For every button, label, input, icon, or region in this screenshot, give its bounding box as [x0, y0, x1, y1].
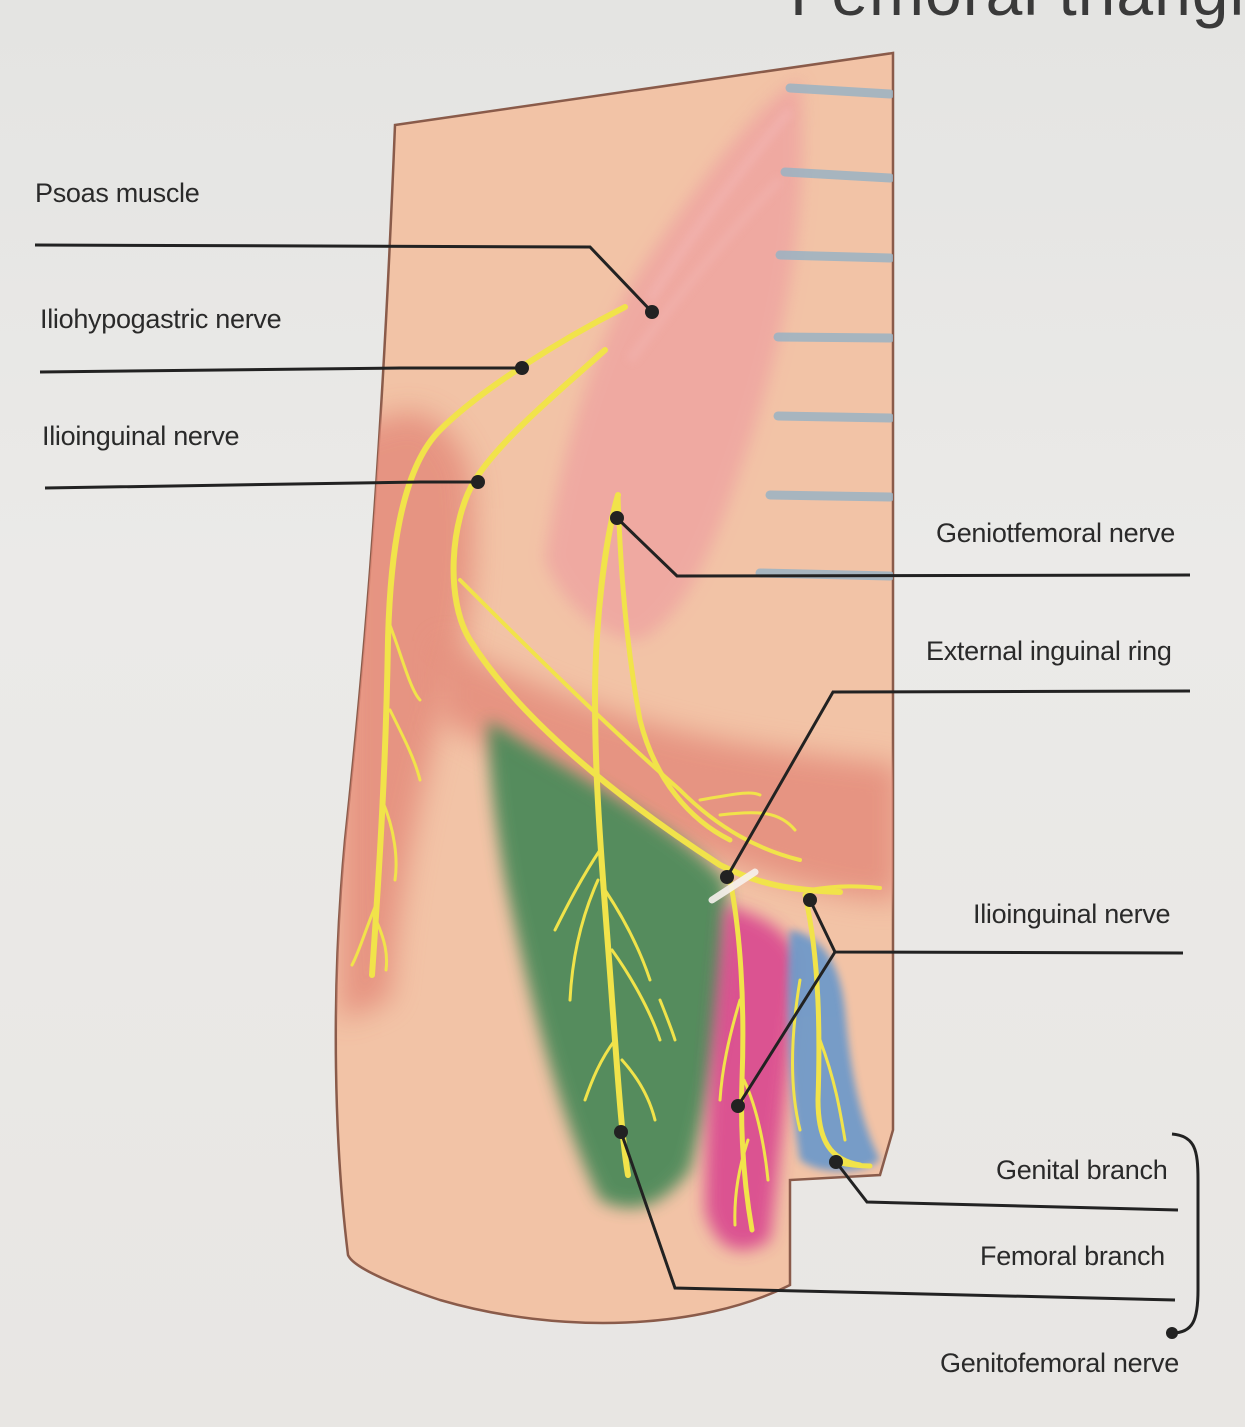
leader-ilioinguinal-left [44, 480, 478, 490]
magenta-region [705, 905, 800, 1250]
leader-genitofemoral-top [615, 516, 1191, 578]
leader-femoral-branch [736, 951, 837, 1107]
leader-external-ring [725, 689, 1191, 878]
scrotal-branch-nerve [802, 892, 863, 1168]
spine-stripes [755, 83, 893, 581]
page-heading-fragment: Femoral triangle [790, 0, 1245, 30]
leader-genitofemoral-bottom [619, 1131, 1176, 1302]
label-iliohypogastric-nerve: Iliohypogastric nerve [40, 304, 282, 334]
label-external-inguinal-ring: External inguinal ring [926, 636, 1172, 666]
label-genitofemoral-nerve-bottom: Genitofemoral nerve [940, 1348, 1179, 1378]
label-ilioinguinal-nerve-right: Ilioinguinal nerve [973, 899, 1171, 929]
leader-psoas [34, 243, 654, 314]
label-ilioinguinal-nerve-left: Ilioinguinal nerve [42, 421, 240, 451]
leader-lines [34, 243, 1200, 1335]
leader-dots [471, 305, 1178, 1339]
lateral-muscle-band [340, 412, 474, 1020]
leader-iliohypogastric [39, 366, 522, 374]
label-genital-branch: Genital branch [996, 1155, 1168, 1185]
label-femoral-branch: Femoral branch [980, 1241, 1165, 1271]
external-inguinal-ring-mark [708, 868, 759, 904]
iliohypogastric-nerve [369, 304, 628, 978]
genital-branch-nerve [727, 877, 755, 1233]
label-psoas-muscle: Psoas muscle [35, 178, 200, 208]
inguinal-muscle-band [440, 640, 893, 900]
genitofemoral-nerve [592, 492, 631, 1178]
nerves [350, 304, 882, 1233]
leader-brace [1171, 1132, 1200, 1335]
leader-genital-branch [834, 1161, 1179, 1212]
label-genitofemoral-nerve-top: Geniotfemoral nerve [936, 518, 1175, 548]
ilioinguinal-nerve [450, 347, 843, 895]
